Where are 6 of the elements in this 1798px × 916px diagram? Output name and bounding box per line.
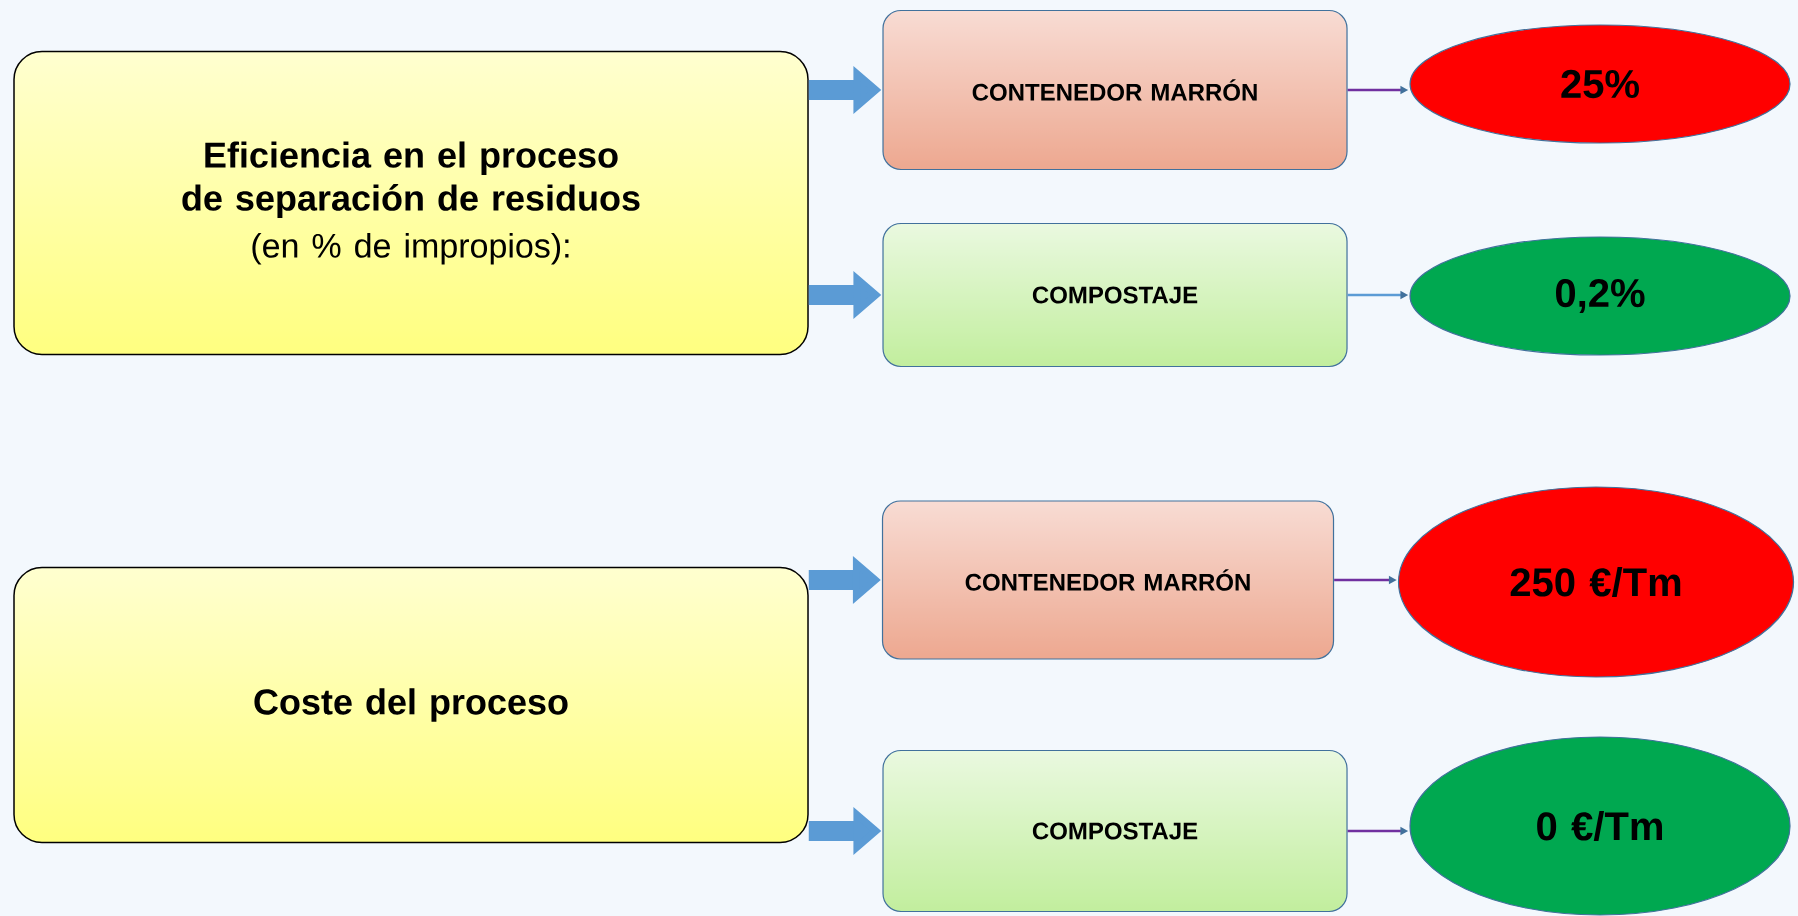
category-box: CONTENEDOR MARRÓN (882, 9, 1348, 171)
process-box: Eficiencia en el proceso de separación de residuos (en % de impropios): (13, 50, 809, 356)
category-box: COMPOSTAJE (882, 222, 1348, 368)
category-box: COMPOSTAJE (882, 749, 1348, 913)
process-box: Coste del proceso (13, 566, 809, 844)
category-box: CONTENEDOR MARRÓN (881, 500, 1335, 660)
